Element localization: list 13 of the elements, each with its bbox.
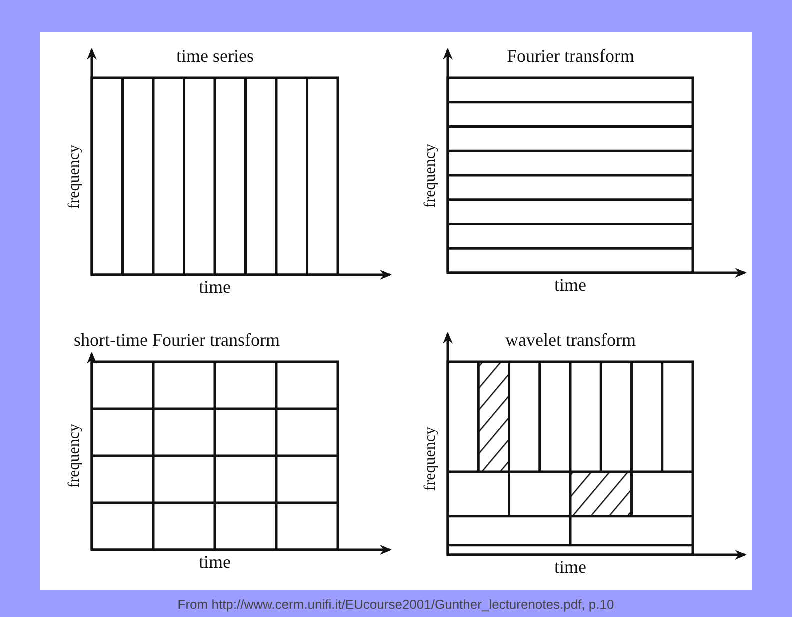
axis-label: frequency [66, 424, 84, 488]
axis-label: time [199, 552, 231, 572]
axis-label: frequency [422, 144, 440, 208]
panel-title: short-time Fourier transform [74, 330, 280, 350]
axis-label: time [554, 557, 586, 577]
source-caption: From http://www.cerm.unifi.it/EUcourse2001/Gunther_lecturenotes.pdf, p.10 [176, 597, 616, 613]
panel-title: Fourier transform [507, 46, 634, 66]
panel-title: time series [176, 46, 254, 66]
panel-title: wavelet transform [506, 330, 636, 350]
axis-label: time [554, 275, 586, 295]
axis-label: frequency [66, 144, 84, 208]
axis-label: frequency [422, 426, 440, 490]
axis-label: time [199, 277, 231, 297]
